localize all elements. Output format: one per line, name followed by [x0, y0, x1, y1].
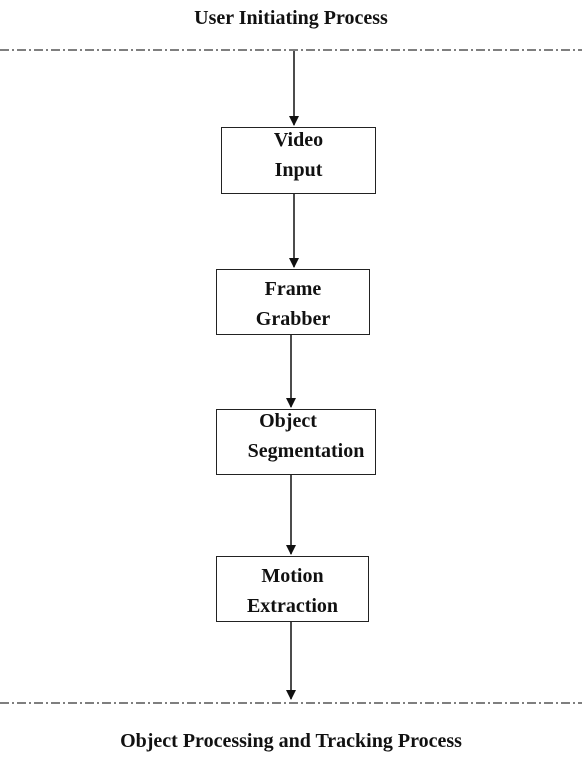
- frame-grabber-line1: Frame: [264, 278, 322, 300]
- bottom-process-heading: Object Processing and Tracking Process: [120, 730, 462, 752]
- motion-extraction-box: Motion Extraction: [216, 556, 369, 622]
- frame-grabber-line2: Grabber: [255, 308, 331, 330]
- video-input-box: Video Input: [221, 127, 376, 194]
- video-input-line2: Input: [274, 159, 323, 181]
- object-segmentation-line1: Object: [259, 410, 317, 432]
- object-segmentation-box: Object Segmentation: [216, 409, 376, 475]
- object-segmentation-line2: Segmentation: [247, 440, 365, 462]
- motion-extraction-line2: Extraction: [246, 595, 339, 617]
- video-input-line1: Video: [273, 129, 324, 151]
- top-process-heading: User Initiating Process: [194, 7, 388, 29]
- frame-grabber-box: Frame Grabber: [216, 269, 370, 335]
- motion-extraction-line1: Motion: [261, 565, 324, 587]
